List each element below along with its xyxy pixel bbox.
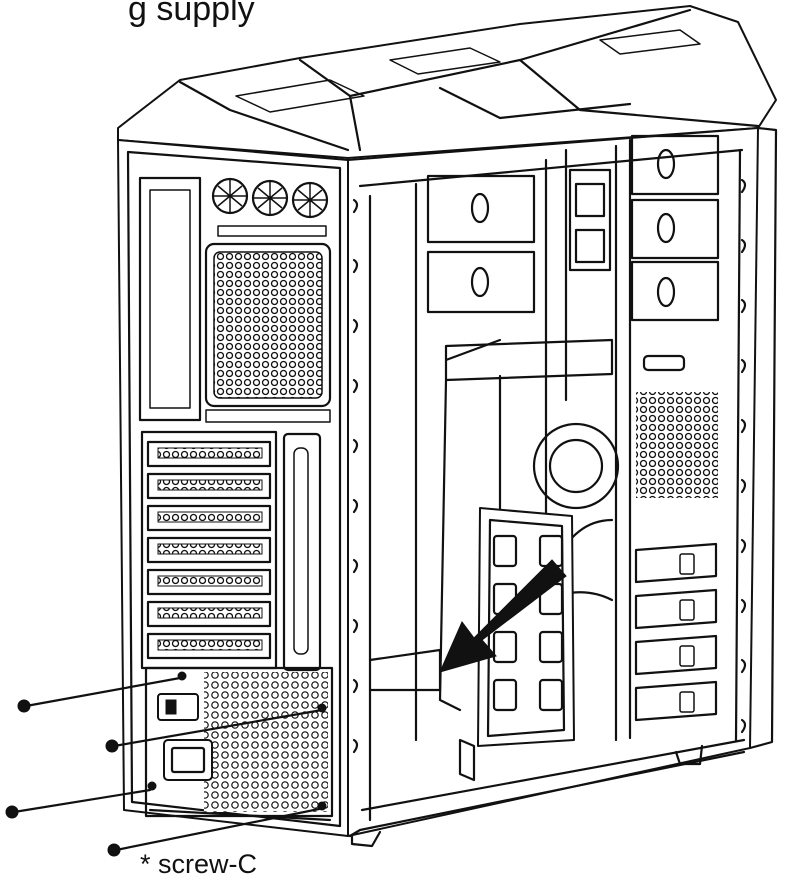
tray-latch xyxy=(679,691,695,713)
expansion-slot-cover xyxy=(146,472,272,500)
cage-slot xyxy=(538,630,564,664)
hdd-tray xyxy=(634,542,718,584)
expansion-slot-cover xyxy=(146,536,272,564)
frame-hook xyxy=(740,178,747,194)
frame-hook xyxy=(740,718,747,734)
cage-slot xyxy=(492,534,518,568)
slot-vent xyxy=(157,511,263,523)
frame-hook xyxy=(740,358,747,374)
slot-vent xyxy=(157,447,263,459)
frame-hook xyxy=(352,258,359,274)
slot-vent xyxy=(157,639,263,651)
frame-hook xyxy=(352,498,359,514)
rear-panel xyxy=(117,139,349,837)
frame-hook xyxy=(740,658,747,674)
frame-hook xyxy=(740,238,747,254)
tray-latch xyxy=(679,553,695,575)
frame-hook xyxy=(740,598,747,614)
slot-vent xyxy=(157,543,263,555)
frame-hook xyxy=(352,738,359,754)
removal-arrow-icon xyxy=(439,559,567,673)
tray-latch xyxy=(679,599,695,621)
hdd-trays xyxy=(634,542,718,722)
expansion-slot-cover xyxy=(146,632,272,660)
top-panel xyxy=(117,5,777,159)
rear-vent-grilles xyxy=(211,177,329,219)
screw-icon xyxy=(5,805,19,819)
screw-icon xyxy=(17,699,31,713)
screw-c-caption: * screw-C xyxy=(140,849,258,879)
frame-hooks xyxy=(352,178,747,754)
cage-slot xyxy=(538,678,564,712)
frame-hook xyxy=(352,378,359,394)
expansion-slot-cover xyxy=(146,504,272,532)
psu-area xyxy=(144,666,334,818)
slot-vent xyxy=(157,607,263,619)
frame-hook xyxy=(352,198,359,214)
expansion-slot-cover xyxy=(146,440,272,468)
expansion-slot-cover xyxy=(146,568,272,596)
top-caption: g supply xyxy=(128,0,255,28)
hdd-tray xyxy=(634,680,718,722)
hdd-tray xyxy=(634,588,718,630)
hdd-tray xyxy=(634,634,718,676)
slot-vent xyxy=(157,575,263,587)
interior-fan xyxy=(438,338,620,712)
screw-icon xyxy=(107,843,121,857)
slot-vent xyxy=(157,479,263,491)
frame-hook xyxy=(740,298,747,314)
cage-slot xyxy=(492,678,518,712)
front-grille xyxy=(636,392,718,498)
fan-grille-icon xyxy=(204,242,332,408)
frame-hook xyxy=(740,538,747,554)
cage-slot xyxy=(492,630,518,664)
frame-hook xyxy=(352,678,359,694)
screw-c-group xyxy=(5,676,326,857)
screw-icon xyxy=(105,739,119,753)
frame-hook xyxy=(740,418,747,434)
frame-hook xyxy=(740,478,747,494)
frame-hook xyxy=(352,318,359,334)
tray-latch xyxy=(679,645,695,667)
frame-hook xyxy=(352,438,359,454)
frame-hook xyxy=(352,558,359,574)
frame-hook xyxy=(352,618,359,634)
expansion-slot-cover xyxy=(146,600,272,628)
